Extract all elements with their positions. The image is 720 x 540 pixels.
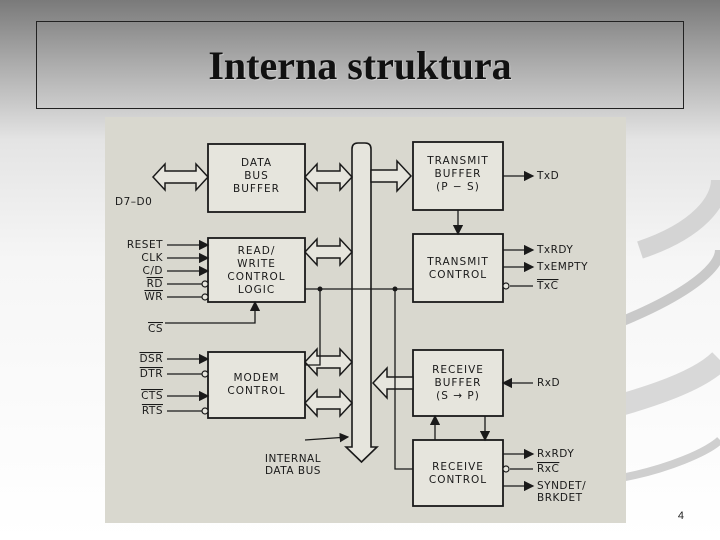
transmit-buffer-line-1: TRANSMIT bbox=[426, 155, 489, 167]
receive-buffer-line-1: RECEIVE bbox=[432, 364, 484, 376]
receive-buffer-line-3: (S → P) bbox=[436, 390, 480, 402]
page-number: 4 bbox=[677, 510, 684, 522]
transmit-buffer-line-3: (P − S) bbox=[436, 181, 480, 193]
pin-rd: RD bbox=[147, 278, 163, 290]
pin-bubbles bbox=[201, 280, 510, 473]
pin-dsr: DSR bbox=[139, 353, 163, 365]
pin-txrdy: TxRDY bbox=[536, 244, 573, 256]
pin-txempty: TxEMPTY bbox=[536, 261, 588, 273]
pin-rxc: RxC bbox=[537, 463, 559, 475]
receive-control-line-2: CONTROL bbox=[429, 474, 487, 486]
transmit-buffer-block: TRANSMIT BUFFER (P − S) bbox=[412, 141, 504, 211]
receive-control-block: RECEIVE CONTROL bbox=[412, 439, 504, 507]
rw-control-line-2: WRITE bbox=[237, 258, 276, 270]
receive-control-line-1: RECEIVE bbox=[432, 461, 484, 473]
wide-arrows bbox=[151, 159, 414, 418]
data-bus-buffer-line-3: BUFFER bbox=[233, 183, 280, 195]
pin-cs: CS bbox=[148, 323, 163, 335]
transmit-buffer-line-2: BUFFER bbox=[435, 168, 482, 180]
modem-control-line-1: MODEM bbox=[233, 372, 279, 384]
pin-syndet: SYNDET/ bbox=[537, 480, 586, 492]
pin-cd: C/D bbox=[143, 265, 163, 277]
modem-control-line-2: CONTROL bbox=[227, 385, 285, 397]
bus-txbuf-arrow bbox=[370, 159, 413, 193]
read-write-control-block: READ/ WRITE CONTROL LOGIC bbox=[207, 237, 306, 303]
modem-bus-arrow-2 bbox=[303, 388, 354, 418]
rw-control-line-4: LOGIC bbox=[238, 284, 275, 296]
dbb-bus-arrow bbox=[303, 162, 354, 192]
rw-control-line-1: READ/ bbox=[238, 245, 276, 257]
pin-txd: TxD bbox=[536, 170, 559, 182]
transmit-control-block: TRANSMIT CONTROL bbox=[412, 233, 504, 303]
rxbuf-bus-arrow bbox=[371, 366, 414, 400]
bus-label-line-2: DATA BUS bbox=[265, 465, 321, 477]
pin-txc: TxC bbox=[536, 280, 558, 292]
data-bus-buffer-block: DATA BUS BUFFER bbox=[207, 143, 306, 213]
receive-buffer-line-2: BUFFER bbox=[435, 377, 482, 389]
data-pins-arrow bbox=[151, 162, 210, 192]
junction-dots bbox=[317, 286, 398, 292]
pin-cts: CTS bbox=[141, 390, 163, 402]
block-diagram-figure: DATA BUS BUFFER READ/ WRITE CONTROL LOGI… bbox=[105, 117, 626, 523]
pin-rxd: RxD bbox=[537, 377, 560, 389]
pin-wr: WR bbox=[144, 291, 163, 303]
control-lines bbox=[165, 170, 535, 492]
title-box: Interna struktura bbox=[36, 21, 684, 109]
pin-dtr: DTR bbox=[140, 368, 163, 380]
rw-control-line-3: CONTROL bbox=[227, 271, 285, 283]
bus-label-pointer bbox=[304, 432, 350, 443]
pin-rxrdy: RxRDY bbox=[537, 448, 574, 460]
transmit-control-line-2: CONTROL bbox=[429, 269, 487, 281]
internal-data-bus bbox=[344, 142, 379, 464]
rw-bus-arrow bbox=[303, 237, 354, 267]
data-bus-buffer-line-2: BUS bbox=[244, 170, 269, 182]
slide-title: Interna struktura bbox=[208, 42, 512, 88]
pin-rts: RTS bbox=[142, 405, 163, 417]
block-diagram: DATA BUS BUFFER READ/ WRITE CONTROL LOGI… bbox=[115, 141, 588, 507]
bus-label-line-1: INTERNAL bbox=[265, 453, 321, 465]
pin-reset: RESET bbox=[127, 239, 163, 251]
modem-control-block: MODEM CONTROL bbox=[207, 351, 306, 419]
transmit-control-line-1: TRANSMIT bbox=[426, 256, 489, 268]
modem-bus-arrow-1 bbox=[303, 347, 354, 377]
data-bus-buffer-line-1: DATA bbox=[241, 157, 272, 169]
pin-d7-d0: D7–D0 bbox=[115, 196, 152, 208]
receive-buffer-block: RECEIVE BUFFER (S → P) bbox=[412, 349, 504, 417]
pin-clk: CLK bbox=[141, 252, 163, 264]
pin-brkdet: BRKDET bbox=[537, 492, 583, 504]
